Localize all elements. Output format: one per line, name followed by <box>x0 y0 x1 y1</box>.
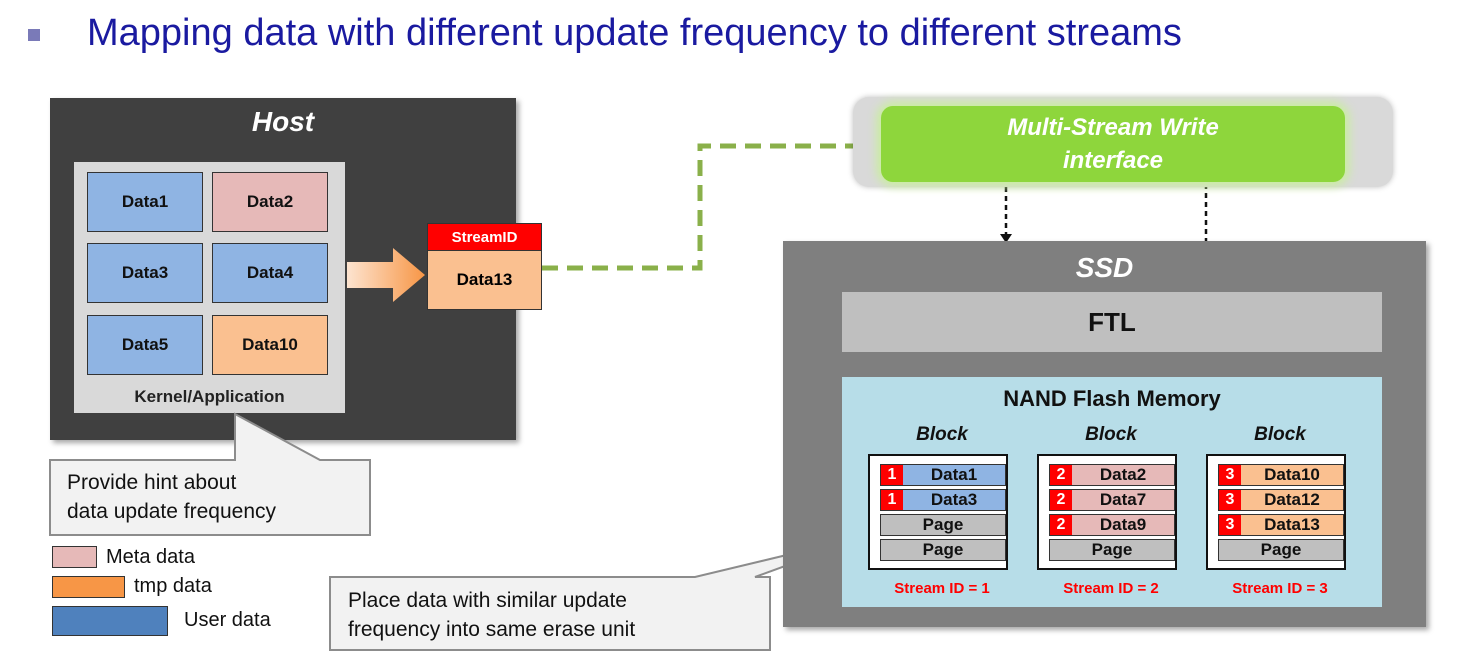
ssd-title: SSD <box>1075 252 1134 283</box>
stream-id-1-label: Stream ID = 1 <box>894 580 990 597</box>
heading-bullet <box>28 29 40 41</box>
stream-number: 3 <box>1219 490 1241 510</box>
stream-number: 1 <box>881 490 903 510</box>
block-3-slot-2: 3 Data12 <box>1218 489 1344 511</box>
block-3-slot-1: 3 Data10 <box>1218 464 1344 486</box>
block-2-page-1: Page <box>1049 539 1175 561</box>
legend-tmp-swatch <box>52 576 125 598</box>
hint-callout-line1: Provide hint about <box>67 471 237 494</box>
block-3: 3 Data10 3 Data12 3 Data13 Page <box>1206 454 1346 570</box>
block-1-page-1: Page <box>880 514 1006 536</box>
multistream-title-line1: Multi-Stream Write <box>1007 114 1219 141</box>
slot-data-label: Data2 <box>1099 465 1147 484</box>
streamid-data13: Data13 <box>427 250 542 310</box>
slot-data-label: Data12 <box>1264 490 1320 509</box>
hint-callout-shape <box>49 412 371 536</box>
page-label: Page <box>922 515 964 534</box>
block-1: 1 Data1 1 Data3 Page Page <box>868 454 1008 570</box>
slot-data-label: Data9 <box>1099 515 1147 534</box>
place-callout-shape <box>329 534 871 651</box>
slot-data-label: Data10 <box>1264 465 1320 484</box>
legend-meta-label: Meta data <box>106 546 195 568</box>
stream-number: 2 <box>1050 465 1072 485</box>
page-title: Mapping data with different update frequ… <box>87 12 1182 54</box>
multistream-title-line2: interface <box>1062 147 1164 174</box>
stream-number: 2 <box>1050 515 1072 535</box>
place-callout-line2: frequency into same erase unit <box>348 618 636 641</box>
nand-title: NAND Flash Memory <box>1003 386 1221 411</box>
block-3-page-1: Page <box>1218 539 1344 561</box>
slot-data-label: Data1 <box>930 465 978 484</box>
hint-callout-line2: data update frequency <box>67 500 276 523</box>
block-3-slot-3: 3 Data13 <box>1218 514 1344 536</box>
legend-tmp-label: tmp data <box>134 575 212 597</box>
block-1-slot-2: 1 Data3 <box>880 489 1006 511</box>
page-label: Page <box>1091 540 1133 559</box>
host-data1: Data1 <box>87 172 203 232</box>
page-label: Page <box>922 540 964 559</box>
stream-number: 3 <box>1219 465 1241 485</box>
legend-meta-swatch <box>52 546 97 568</box>
block-2-slot-2: 2 Data7 <box>1049 489 1175 511</box>
stream-id-2-label: Stream ID = 2 <box>1063 580 1159 597</box>
stream-number: 2 <box>1050 490 1072 510</box>
block-3-label: Block <box>1254 424 1306 445</box>
host-data5: Data5 <box>87 315 203 375</box>
slot-data-label: Data3 <box>930 490 978 509</box>
block-2: 2 Data2 2 Data7 2 Data9 Page <box>1037 454 1177 570</box>
place-callout-line1: Place data with similar update <box>348 589 627 612</box>
host-data4: Data4 <box>212 243 328 303</box>
stream-number: 1 <box>881 465 903 485</box>
host-data3: Data3 <box>87 243 203 303</box>
block-1-page-2: Page <box>880 539 1006 561</box>
block-2-label: Block <box>1085 424 1137 445</box>
slot-data-label: Data7 <box>1099 490 1147 509</box>
block-1-slot-1: 1 Data1 <box>880 464 1006 486</box>
host-data10: Data10 <box>212 315 328 375</box>
block-2-slot-3: 2 Data9 <box>1049 514 1175 536</box>
page-label: Page <box>1260 540 1302 559</box>
stream-id-3-label: Stream ID = 3 <box>1232 580 1328 597</box>
green-dashed-path <box>542 143 876 271</box>
legend-user-label: User data <box>184 609 271 631</box>
host-title: Host <box>251 106 315 137</box>
orange-arrow <box>347 248 425 302</box>
streamid-header: StreamID <box>427 223 542 251</box>
interface-to-ssd-arrowhead <box>1000 234 1012 243</box>
host-data2: Data2 <box>212 172 328 232</box>
ftl-box: FTL <box>842 292 1382 352</box>
stream-number: 3 <box>1219 515 1241 535</box>
block-2-slot-1: 2 Data2 <box>1049 464 1175 486</box>
block-1-label: Block <box>916 424 968 445</box>
multistream-interface <box>881 106 1345 182</box>
slot-data-label: Data13 <box>1264 515 1320 534</box>
legend-user-swatch <box>52 606 168 636</box>
kernel-application-label: Kernel/Application <box>134 387 285 406</box>
